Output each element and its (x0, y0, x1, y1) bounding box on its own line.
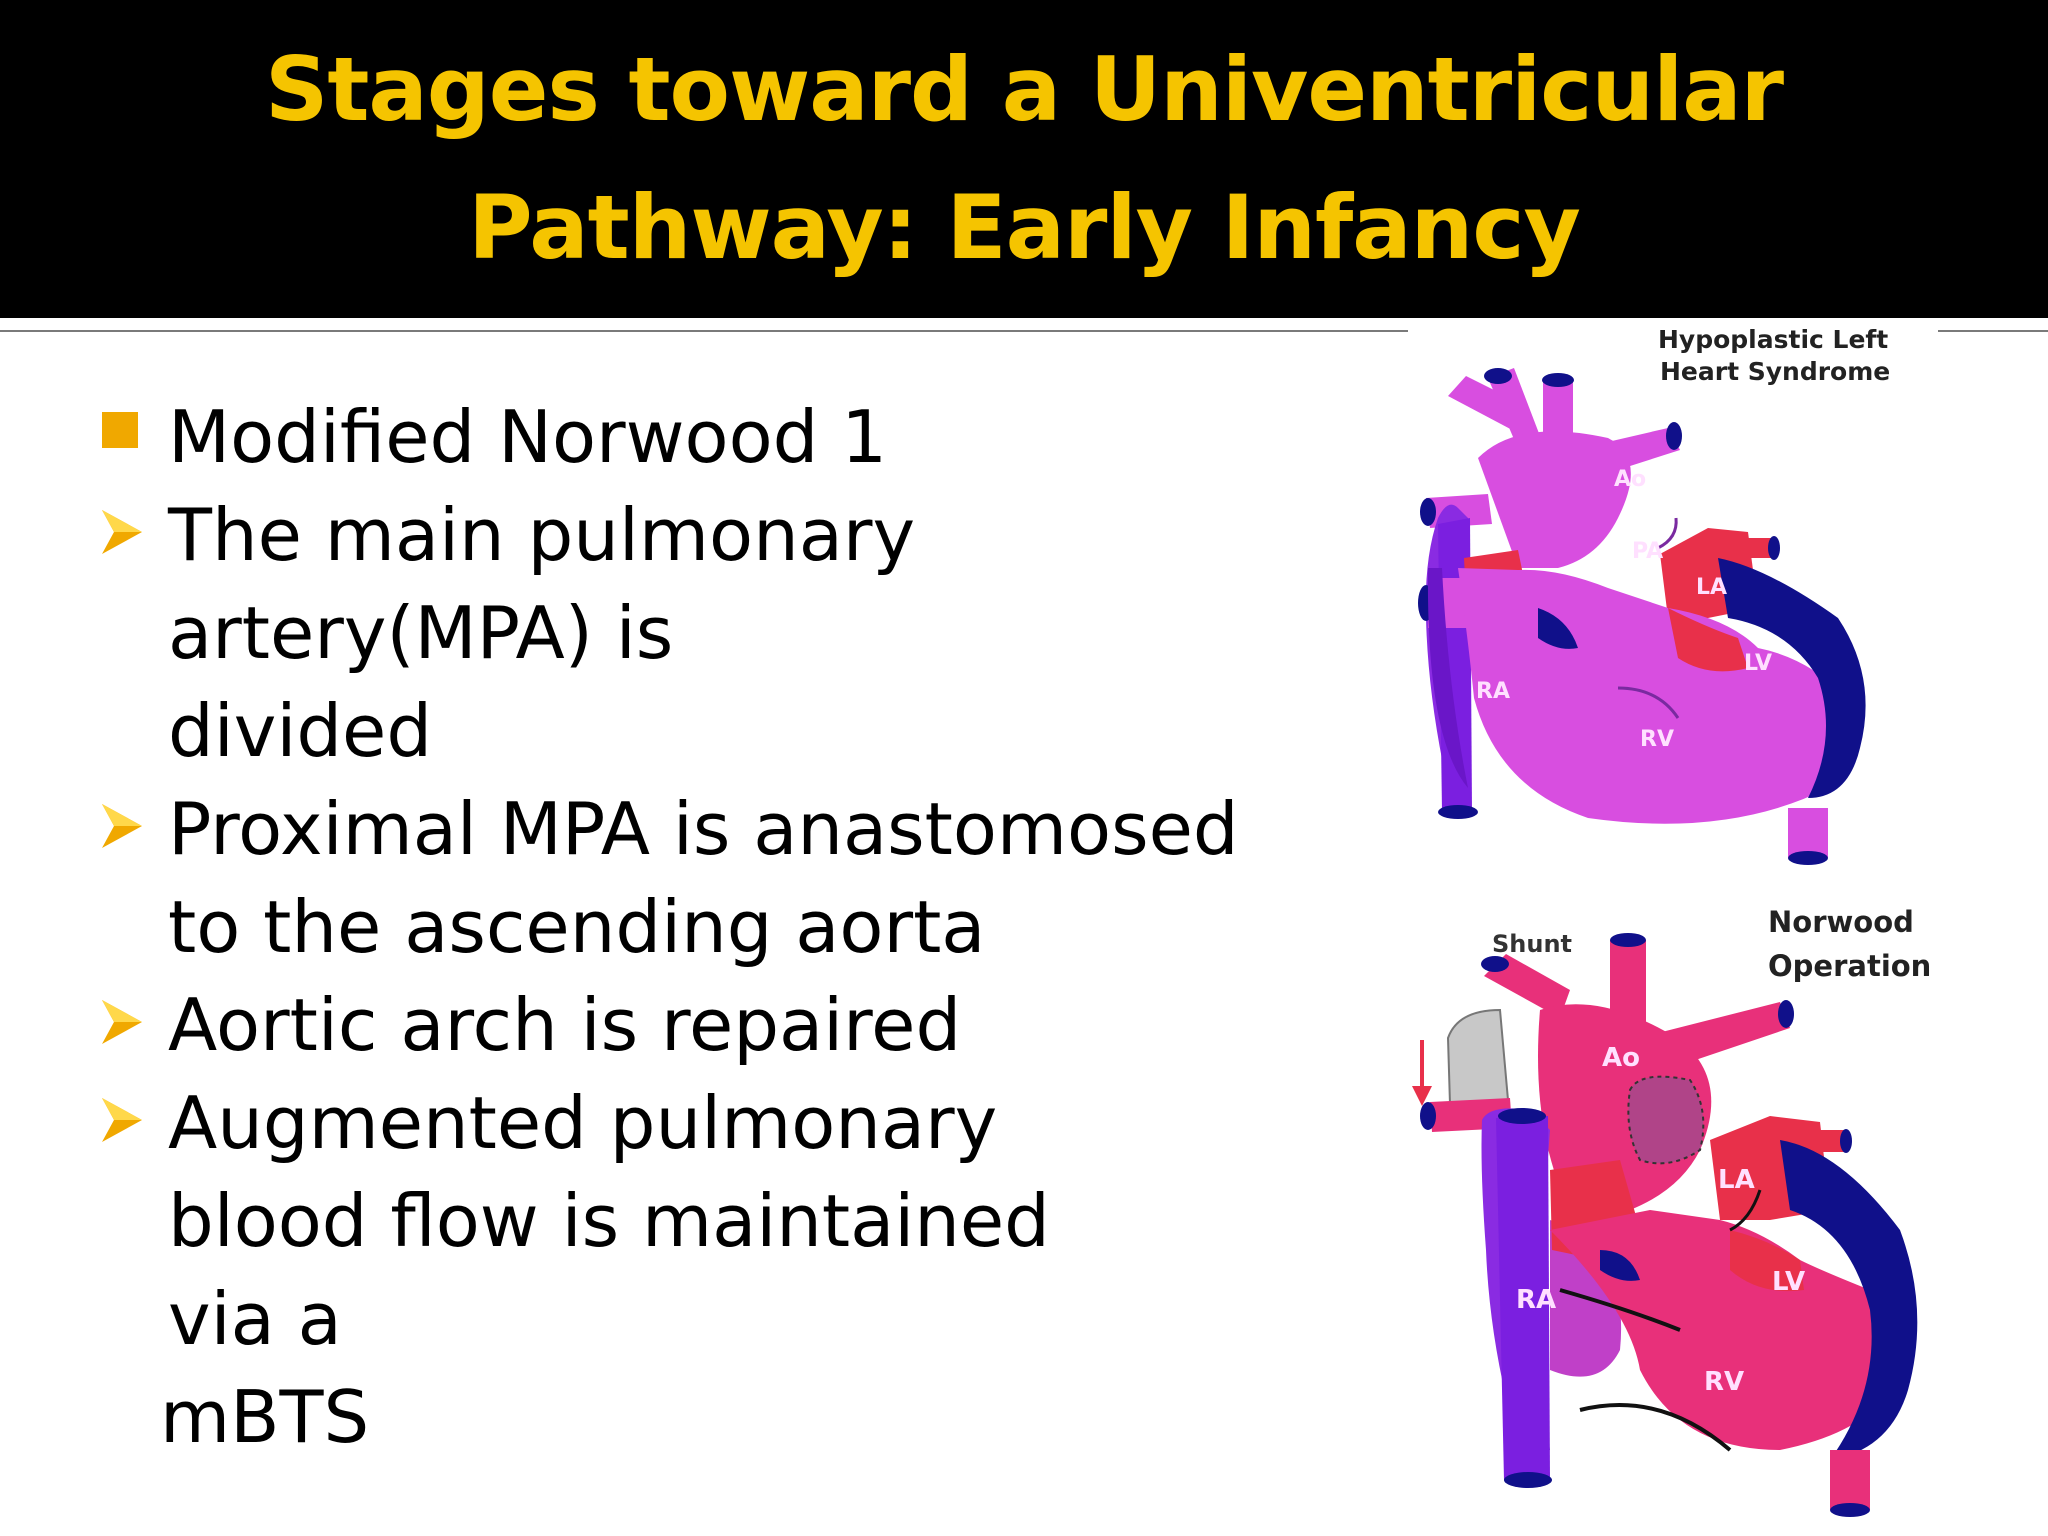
square-bullet-icon (100, 388, 160, 486)
bullet-continuation: mBTS (160, 1375, 370, 1459)
bullet-list: Modified Norwood 1 The main pulmonary ar… (100, 388, 1330, 1466)
caption-line-1: Hypoplastic Left (1658, 325, 1888, 354)
label-lv: LV (1772, 1267, 1805, 1297)
label-ao: Ao (1614, 467, 1646, 492)
bullet-item: Augmented pulmonary blood flow is mainta… (100, 1074, 1330, 1368)
bullet-text: Proximal MPA is anastomosed to the ascen… (168, 787, 1239, 969)
caption-line-1: Norwood (1768, 905, 1914, 939)
title-line-2: Pathway: Early Infancy (468, 176, 1581, 279)
norwood-diagram: Shunt Ao LA LV RA RV Norwood Operation (1400, 890, 1948, 1530)
label-ra: RA (1516, 1285, 1556, 1315)
label-pa: PA (1632, 539, 1663, 564)
caption-line-2: Heart Syndrome (1660, 357, 1890, 386)
arrow-bullet-icon (100, 976, 160, 1074)
bullet-text: Modified Norwood 1 (168, 395, 888, 479)
title-bar: Stages toward a Univentricular Pathway: … (0, 0, 2048, 318)
arrow-bullet-icon (100, 780, 160, 878)
label-rv: RV (1704, 1367, 1744, 1397)
title-line-1: Stages toward a Univentricular (264, 38, 1784, 141)
hlhs-diagram: Ao PA LA LV RA RV Hypoplastic Left Heart… (1408, 318, 1938, 878)
arrow-bullet-icon (100, 1074, 160, 1172)
bullet-text: The main pulmonary artery(MPA) is divide… (168, 493, 916, 773)
label-la: LA (1696, 575, 1727, 600)
label-lv: LV (1744, 651, 1772, 676)
slide-title: Stages toward a Univentricular Pathway: … (264, 21, 1784, 297)
label-ao: Ao (1602, 1043, 1640, 1073)
arrow-bullet-icon (100, 486, 160, 584)
label-ra: RA (1476, 679, 1510, 704)
label-rv: RV (1640, 727, 1674, 752)
label-shunt: Shunt (1492, 930, 1572, 958)
bullet-item: The main pulmonary artery(MPA) is divide… (100, 486, 1330, 780)
divider-left (0, 330, 1408, 332)
label-la: LA (1718, 1165, 1755, 1195)
bullet-text: Augmented pulmonary blood flow is mainta… (168, 1081, 1050, 1361)
caption-line-2: Operation (1768, 949, 1931, 983)
bullet-item: Proximal MPA is anastomosed to the ascen… (100, 780, 1330, 976)
bullet-item: Modified Norwood 1 (100, 388, 1330, 486)
bullet-item: Aortic arch is repaired (100, 976, 1330, 1074)
bullet-text: Aortic arch is repaired (168, 983, 962, 1067)
divider-right (1938, 330, 2048, 332)
